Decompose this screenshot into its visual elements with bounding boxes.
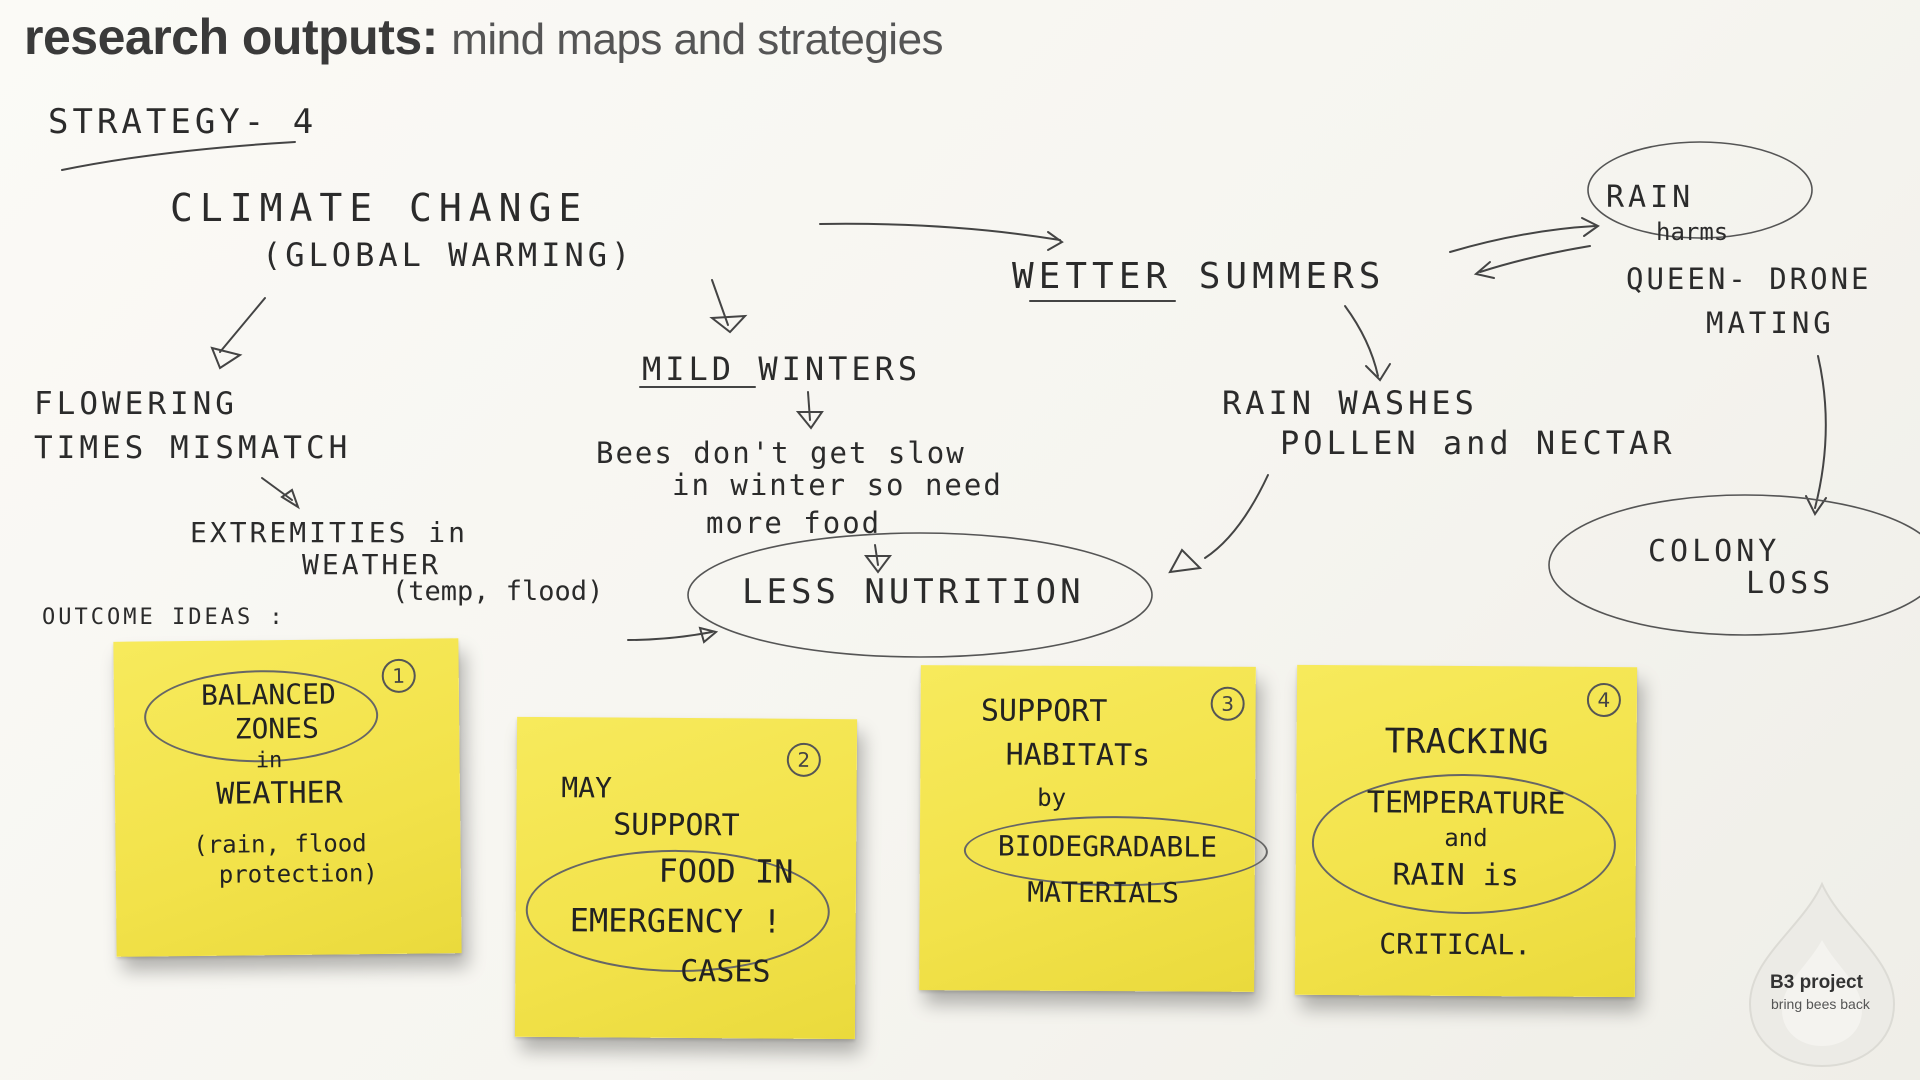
arrowhead-rain-washes-nutrition [1168,548,1203,574]
note-3-line-2: HABITATs [1005,737,1151,774]
arrowhead-flowering [210,346,243,370]
arrow-extremities-nutrition [627,631,713,641]
note-3-line-5: MATERIALS [1027,875,1180,910]
pollen-nectar-node: POLLEN and NECTAR [1280,424,1676,462]
note-4-line-5: CRITICAL. [1379,927,1532,962]
note-2-line-2: SUPPORT [613,807,740,844]
colony-loss-oval [1548,494,1920,636]
rain-washes-node: RAIN WASHES [1222,384,1478,422]
mating-node: MATING [1706,306,1835,340]
bees-line1: Bees don't get slow [596,436,966,470]
extremities-line3: (temp, flood) [392,576,604,607]
b3-drop-logo-icon [1748,881,1896,1068]
rain-oval [1587,141,1813,239]
note-3-line-3: by [1037,783,1067,812]
sticky-note-4: 4 TRACKING TEMPERATURE and RAIN is CRITI… [1294,664,1638,998]
bees-line3: more food [706,506,882,540]
logo-subtitle: bring bees back [1771,996,1870,1012]
loss-node: LOSS [1746,566,1835,601]
less-nutrition-oval [687,532,1153,658]
note-4-line-1: TRACKING [1384,721,1549,763]
arrow-to-wetter-summers [819,222,1061,241]
queen-drone-node: QUEEN- DRONE [1626,262,1872,296]
flowering-line1: FLOWERING [34,386,238,422]
note-2-line-5: CASES [680,953,771,990]
wetter-summers-node: WETTER SUMMERS [1012,256,1386,297]
bees-line2: in winter so need [672,468,1003,502]
less-nutrition-node: LESS NUTRITION [742,572,1085,612]
note-2-line-4: EMERGENCY ! [569,901,782,941]
note-number-3: 3 [1210,686,1245,721]
sticky-note-2: 2 MAY SUPPORT FOOD in EMERGENCY ! CASES [514,716,858,1040]
note-1-line-4: WEATHER [216,775,343,812]
note-1-line-6: protection) [218,859,378,889]
arrowhead-extremities-nutrition [698,626,719,644]
arrow-rain-to-wetter [1479,245,1591,273]
colony-node: COLONY [1648,534,1781,569]
arrow-to-bees [807,391,811,421]
strategy-underline [61,141,296,171]
note-1-line-2: ZONES [234,711,320,746]
arrowhead-rain-to-wetter [1473,261,1495,279]
sticky-note-1: 1 BALANCED ZONES in WEATHER (rain, flood… [113,638,462,957]
flowering-line2: TIMES MISMATCH [34,430,352,466]
arrowhead-wetter-to-rain [1581,217,1600,237]
rain-node: RAIN [1606,180,1695,215]
page-title: research outputs: mind maps and strategi… [24,8,944,66]
arrowhead-colony-loss [1805,495,1827,516]
note-number-2: 2 [786,742,821,777]
arrow-to-colony-loss [1814,355,1827,509]
global-warming-node: (GLOBAL WARMING) [262,236,635,274]
note-2-line-1: MAY [561,771,613,805]
logo-title: B3 project [1770,972,1863,993]
arrow-to-flowering [219,297,266,353]
title-light: mind maps and strategies [451,15,944,64]
extremities-line1: EXTREMITIES in [190,516,469,549]
arrowhead-less-nutrition [864,555,892,574]
arrow-rain-washes-nutrition [1204,474,1269,559]
outcome-ideas-label: OUTCOME IDEAS : [42,605,286,630]
note-3-line-4: BIODEGRADABLE [997,829,1218,864]
note-4-line-2: TEMPERATURE [1366,785,1566,822]
arrow-to-rain-washes [1344,305,1379,377]
note-1-line-5: (rain, flood [193,829,367,859]
arrowhead-extremities [280,488,300,510]
harms-label: harms [1656,218,1729,246]
mild-winters-node: MILD WINTERS [642,350,922,388]
arrow-wetter-to-rain [1449,225,1596,253]
strategy-label: STRATEGY- 4 [48,102,318,142]
note-4-line-4: RAIN is [1392,857,1520,894]
note-1-line-1: BALANCED [200,677,337,712]
sticky-note-3: 3 SUPPORT HABITATs by BIODEGRADABLE MATE… [919,665,1269,992]
note-2-line-3: FOOD in [658,851,794,891]
note-4-line-3: and [1444,823,1488,853]
note-number-4: 4 [1586,682,1622,718]
arrowhead-wetter-summers [1047,231,1064,251]
arrowhead-bees [795,411,824,430]
arrow-to-extremities [261,477,293,501]
arrowhead-rain-washes [1365,363,1391,382]
arrowhead-mild-winters [709,314,748,334]
note-1-line-3: in [255,748,283,774]
title-bold: research outputs: [24,9,438,65]
extremities-line2: WEATHER [302,548,442,581]
climate-change-node: CLIMATE CHANGE [170,186,589,230]
note-3-line-1: SUPPORT [980,693,1108,730]
